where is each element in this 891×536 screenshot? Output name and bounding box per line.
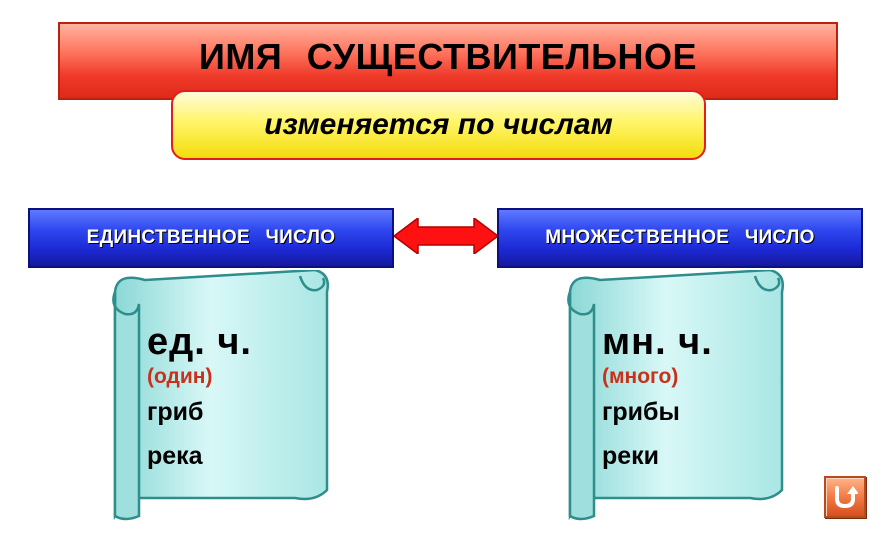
page-title: ИМЯ СУЩЕСТВИТЕЛЬНОЕ [199, 36, 697, 77]
plural-example: грибы [602, 398, 680, 426]
title-banner: ИМЯ СУЩЕСТВИТЕЛЬНОЕ [58, 22, 838, 100]
subtitle-banner: изменяется по числам [171, 90, 706, 160]
singular-note: (один) [147, 365, 213, 388]
plural-number-box: МНОЖЕСТВЕННОЕ ЧИСЛО [497, 208, 863, 268]
singular-abbreviation: ед. ч. [147, 321, 252, 363]
page-subtitle: изменяется по числам [264, 108, 613, 141]
plural-example: реки [602, 442, 660, 470]
scroll-shape [567, 268, 784, 521]
singular-number-box: ЕДИНСТВЕННОЕ ЧИСЛО [28, 208, 394, 268]
double-arrow-icon [394, 218, 498, 254]
plural-abbreviation: мн. ч. [602, 321, 713, 363]
plural-scroll: мн. ч. (много) грибы реки [560, 268, 788, 527]
singular-example: гриб [147, 398, 204, 426]
plural-note: (много) [602, 365, 679, 388]
singular-scroll: ед. ч. (один) гриб река [105, 268, 333, 527]
return-arrow-icon [835, 486, 858, 509]
singular-example: река [147, 442, 203, 470]
return-button[interactable] [824, 476, 866, 518]
singular-number-label: ЕДИНСТВЕННОЕ ЧИСЛО [86, 227, 336, 248]
scroll-shape [112, 268, 329, 521]
plural-number-label: МНОЖЕСТВЕННОЕ ЧИСЛО [545, 227, 815, 248]
